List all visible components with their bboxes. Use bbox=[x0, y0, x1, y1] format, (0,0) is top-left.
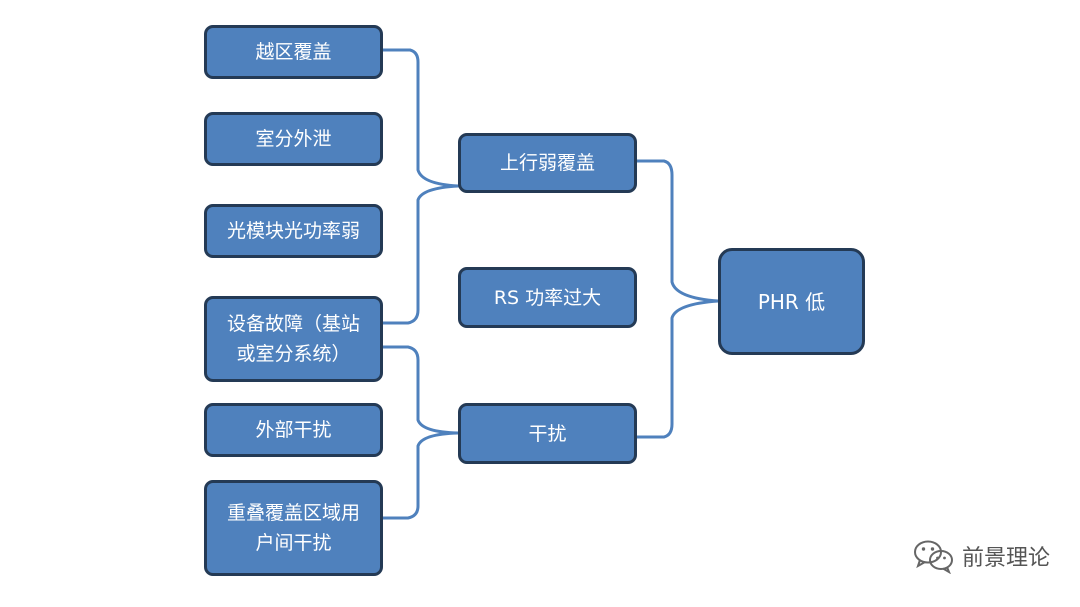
node-waibu-ganrao: 外部干扰 bbox=[204, 403, 383, 457]
connector-ganrao-to-phr bbox=[635, 299, 720, 439]
connector-shangxing-to-phr bbox=[635, 159, 720, 303]
node-shebei-guzhang: 设备故障（基站 或室分系统） bbox=[204, 296, 383, 382]
node-chongdie-fugai-ganrao: 重叠覆盖区域用 户间干扰 bbox=[204, 480, 383, 576]
node-guangmokuai-gonglv-ruo: 光模块光功率弱 bbox=[204, 204, 383, 258]
node-ganrao: 干扰 bbox=[458, 403, 637, 464]
watermark: 前景理论 bbox=[912, 538, 1050, 574]
connector-shebei-to-shangxing bbox=[381, 184, 460, 325]
watermark-text: 前景理论 bbox=[961, 546, 1050, 571]
connector-shebei-to-ganrao bbox=[381, 345, 460, 435]
node-shangxing-ruofugai: 上行弱覆盖 bbox=[458, 133, 637, 193]
node-rs-gonglv-guoda: RS 功率过大 bbox=[458, 267, 637, 328]
connector-chongdie-to-ganrao bbox=[381, 431, 460, 520]
wechat-icon bbox=[913, 540, 953, 574]
node-phr-di: PHR 低 bbox=[718, 248, 865, 355]
connector-yuequ-to-shangxing bbox=[381, 48, 460, 188]
node-shifen-waixie: 室分外泄 bbox=[204, 112, 383, 166]
node-yuequ-fugai: 越区覆盖 bbox=[204, 25, 383, 79]
